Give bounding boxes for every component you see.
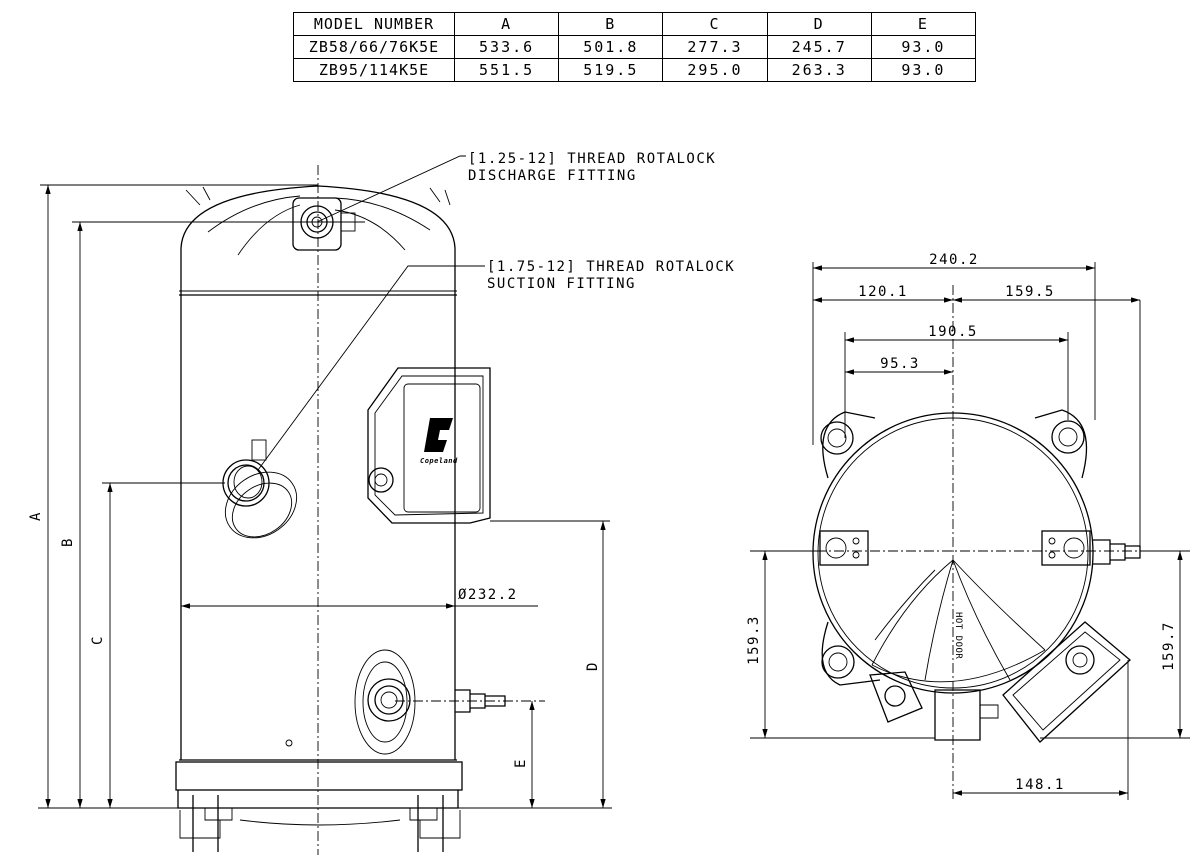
shell-outline: [812, 412, 1094, 694]
dome-brackets: [185, 186, 451, 206]
suction-block: [869, 671, 923, 723]
dimension-d-label: D: [585, 661, 601, 671]
discharge-port: [1093, 539, 1141, 565]
mounting-ear: [822, 411, 876, 479]
dimension-c-label: C: [90, 635, 106, 645]
copeland-logo: [424, 418, 453, 452]
table-header: A: [453, 12, 560, 36]
table-header: MODEL NUMBER: [293, 12, 455, 36]
table-cell: 519.5: [558, 58, 664, 82]
mounting-ear: [1034, 409, 1088, 479]
suction-leader: [257, 265, 485, 471]
diameter-label: Ø232.2: [458, 587, 518, 603]
table-header: E: [870, 12, 977, 36]
height-right-label: 159.7: [1161, 621, 1177, 671]
dimension-a-label: A: [28, 511, 44, 521]
mounting-ear: [821, 621, 881, 686]
dimension-e-label: E: [513, 758, 529, 768]
table-row: ZB95/114K5E 551.5 519.5 295.0 263.3 93.0: [293, 58, 977, 82]
bolt-half-label: 95.3: [880, 356, 920, 372]
bolt-span-label: 190.5: [928, 324, 978, 340]
table-cell: ZB95/114K5E: [293, 58, 455, 82]
oil-block: [934, 689, 981, 741]
table-cell: 245.7: [766, 35, 872, 59]
oil-fitting: [367, 678, 411, 722]
top-view: HOT DOOR 240.2 120.1 159.5 190.5 95.3: [746, 252, 1190, 800]
brand-label: Copeland: [420, 457, 458, 465]
height-left-label: 159.3: [746, 615, 762, 665]
table-header: D: [766, 12, 872, 36]
mounting-feet: [204, 808, 438, 821]
width-total-label: 240.2: [929, 252, 979, 268]
compressor-dome: [180, 185, 456, 295]
side-view: Copeland Ø232.2 A B C D E [1.25-12] THRE…: [28, 151, 735, 855]
dimension-table: MODEL NUMBER A B C D E ZB58/66/76K5E 533…: [293, 12, 977, 82]
discharge-callout-line1: [1.25-12] THREAD ROTALOCK: [468, 151, 716, 167]
discharge-callout-line2: DISCHARGE FITTING: [468, 168, 637, 184]
terminal-box: [367, 367, 491, 524]
offset-bottom-label: 148.1: [1015, 777, 1065, 793]
right-half-label: 159.5: [1005, 284, 1055, 300]
terminal-box-top: [1002, 621, 1131, 743]
shell-mark: HOT DOOR: [953, 612, 963, 659]
mounting-base: [177, 790, 459, 809]
table-cell: 93.0: [870, 58, 977, 82]
table-cell: 533.6: [453, 35, 560, 59]
suction-callout-line2: SUCTION FITTING: [487, 276, 636, 292]
left-half-label: 120.1: [858, 284, 908, 300]
table-cell: 551.5: [453, 58, 560, 82]
table-cell: 501.8: [558, 35, 664, 59]
dome-contours: [207, 195, 301, 256]
discharge-leader: [316, 155, 466, 223]
table-cell: 263.3: [766, 58, 872, 82]
suction-callout-line1: [1.75-12] THREAD ROTALOCK: [487, 259, 735, 275]
dimension-b-label: B: [60, 537, 76, 547]
table-cell: 295.0: [662, 58, 768, 82]
base-ring: [175, 761, 463, 791]
table-header-row: MODEL NUMBER A B C D E: [293, 12, 977, 36]
dome-contours-right: [334, 197, 431, 251]
